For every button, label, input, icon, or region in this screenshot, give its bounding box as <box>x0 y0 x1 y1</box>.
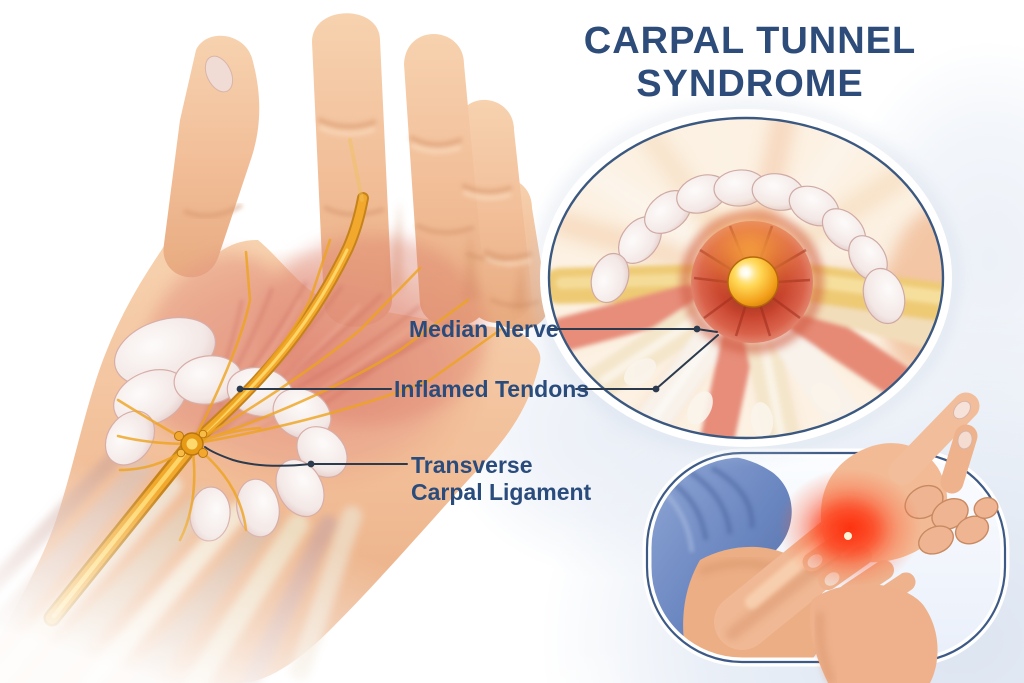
transverse-ligament-leader <box>204 446 408 467</box>
pain-glow <box>778 468 922 588</box>
title-line-1: CARPAL TUNNEL <box>583 20 917 62</box>
hand-anatomy-illustration <box>0 13 620 683</box>
tendon-sheath-cuffs <box>623 358 841 438</box>
carpal-bone-arc <box>590 169 906 325</box>
leader-lines <box>204 325 719 468</box>
carpal-tunnel-cross-section-inset <box>533 102 959 454</box>
label-inflamed-tendons: Inflamed Tendons <box>394 376 590 402</box>
gripping-forearm <box>809 584 938 683</box>
title-line-2: SYNDROME <box>636 63 864 105</box>
label-transverse-carpal-ligament: Transverse Carpal Ligament <box>411 452 592 505</box>
inflamed-tendons-leader-right <box>575 334 719 390</box>
median-nerve-cross-section <box>727 256 779 308</box>
label-median-nerve: Median Nerve <box>409 316 559 342</box>
fade-overlay <box>0 400 620 683</box>
person-holding-wrist <box>714 392 999 683</box>
thumb-nail <box>204 55 234 93</box>
thumb <box>163 35 260 278</box>
page-title: CARPAL TUNNEL SYNDROME <box>540 20 960 106</box>
